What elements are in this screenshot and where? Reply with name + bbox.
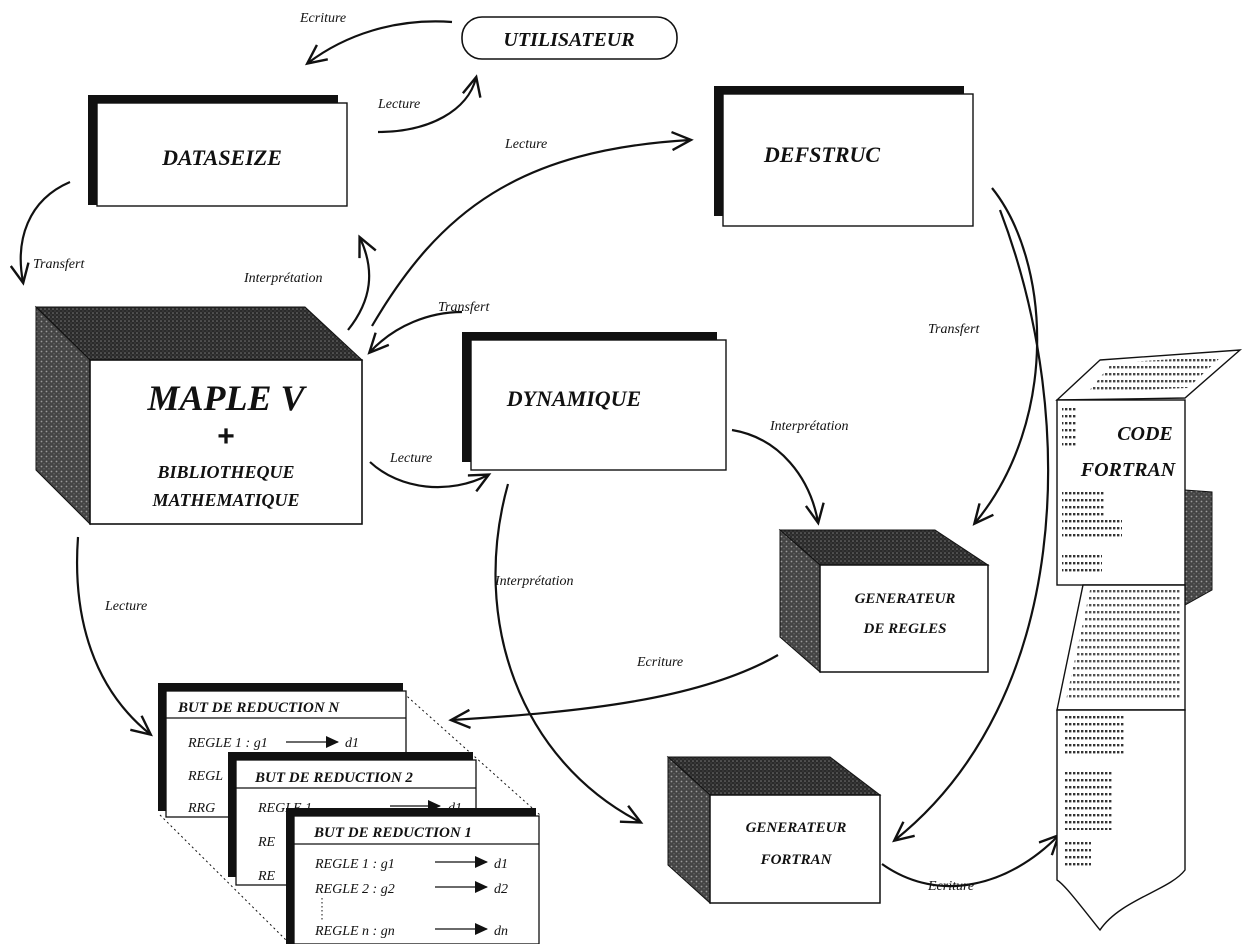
dynamique-label: DYNAMIQUE [506, 386, 641, 411]
node-dynamique: DYNAMIQUE [462, 332, 727, 471]
goal-1-rule1-rhs: d1 [494, 857, 508, 872]
label-interpretation-right: Interprétation [769, 419, 849, 434]
label-lecture-dyn: Lecture [389, 451, 432, 466]
edge-transfert-left [21, 180, 71, 282]
edge-interpretation-right [731, 428, 818, 522]
node-gen-regles: GENERATEUR DE REGLES [778, 528, 990, 674]
dataseize-label: DATASEIZE [161, 145, 282, 170]
node-utilisateur: UTILISATEUR [461, 16, 678, 60]
maple-line2: BIBLIOTHEQUE [156, 462, 294, 482]
goal-2-title: BUT DE REDUCTION 2 [254, 770, 413, 786]
goal-card-1: BUT DE REDUCTION 1 REGLE 1 : g1 d1 REGLE… [286, 808, 540, 944]
edge-lecture-defstruc [371, 140, 690, 327]
node-code-fortran: CODE FORTRAN [1055, 349, 1243, 932]
label-lecture-user: Lecture [377, 97, 420, 112]
code-page-top-lines [1088, 356, 1222, 392]
gen-fortran-line2: FORTRAN [760, 852, 833, 868]
utilisateur-label: UTILISATEUR [503, 29, 634, 51]
edge-lecture-user [377, 78, 476, 134]
gen-regles-line1: GENERATEUR [855, 591, 956, 607]
edge-lecture-dyn [369, 461, 488, 487]
defstruc-label: DEFSTRUC [763, 142, 880, 167]
gen-fortran-line1: GENERATEUR [746, 820, 847, 836]
label-transfert-left: Transfert [33, 257, 85, 272]
edge-lecture-low [76, 536, 150, 734]
label-interpretation-low: Interprétation [494, 574, 574, 589]
goal-1-title: BUT DE REDUCTION 1 [313, 825, 472, 841]
node-dataseize: DATASEIZE [88, 95, 348, 207]
edge-defstruc-fortran [895, 209, 1050, 840]
goal-stack: BUT DE REDUCTION N REGLE 1 : g1 d1 REGL … [158, 683, 541, 944]
connectors [21, 20, 1058, 888]
label-interpretation-up: Interprétation [243, 271, 323, 286]
edge-ecriture-top [308, 20, 453, 63]
label-transfert-right: Transfert [928, 322, 980, 337]
label-ecriture-bottom: Ecriture [927, 879, 974, 894]
label-ecriture-mid: Ecriture [636, 655, 683, 670]
gen-regles-line2: DE REGLES [863, 621, 947, 637]
node-maple: MAPLE V + BIBLIOTHEQUE MATHEMATIQUE [34, 305, 364, 526]
goal-2-rule3: RE [257, 869, 276, 884]
code-label-line1: CODE [1117, 423, 1173, 445]
edge-ecriture-mid [452, 654, 779, 720]
goal-n-title: BUT DE REDUCTION N [177, 700, 340, 716]
edge-labels: Ecriture Lecture Lecture Transfert Inter… [33, 11, 980, 894]
edge-interpretation-up [347, 238, 369, 331]
code-page-side [1184, 489, 1213, 606]
code-label-line2: FORTRAN [1080, 459, 1177, 481]
maple-line3: MATHEMATIQUE [151, 490, 299, 510]
node-gen-fortran: GENERATEUR FORTRAN [666, 755, 882, 905]
goal-1-rule1: REGLE 1 : g1 [314, 857, 395, 872]
label-transfert-mid: Transfert [438, 300, 490, 315]
goal-n-rule1-rhs: d1 [345, 736, 359, 751]
maple-plus: + [217, 420, 235, 453]
goal-n-rule2: REGL [187, 769, 223, 784]
edge-ecriture-bottom [881, 836, 1058, 888]
maple-title: MAPLE V [146, 378, 307, 418]
goal-2-rule2: RE [257, 835, 276, 850]
goal-n-rule3: RRG [187, 801, 215, 816]
label-lecture-low: Lecture [104, 599, 147, 614]
label-ecriture-top: Ecriture [299, 11, 346, 26]
goal-1-rule2: REGLE 2 : g2 [314, 882, 395, 897]
label-lecture-defstruc: Lecture [504, 137, 547, 152]
node-defstruc: DEFSTRUC [714, 86, 974, 227]
goal-1-rule2-rhs: d2 [494, 882, 508, 897]
edge-transfert-mid [370, 310, 463, 352]
goal-n-rule1: REGLE 1 : g1 [187, 736, 268, 751]
edge-transfert-right [975, 187, 1039, 523]
edge-interpretation-low [494, 483, 640, 822]
goal-1-rule3-rhs: dn [494, 924, 508, 939]
code-page-bottom [1056, 709, 1186, 932]
goal-1-rule3: REGLE n : gn [314, 924, 395, 939]
